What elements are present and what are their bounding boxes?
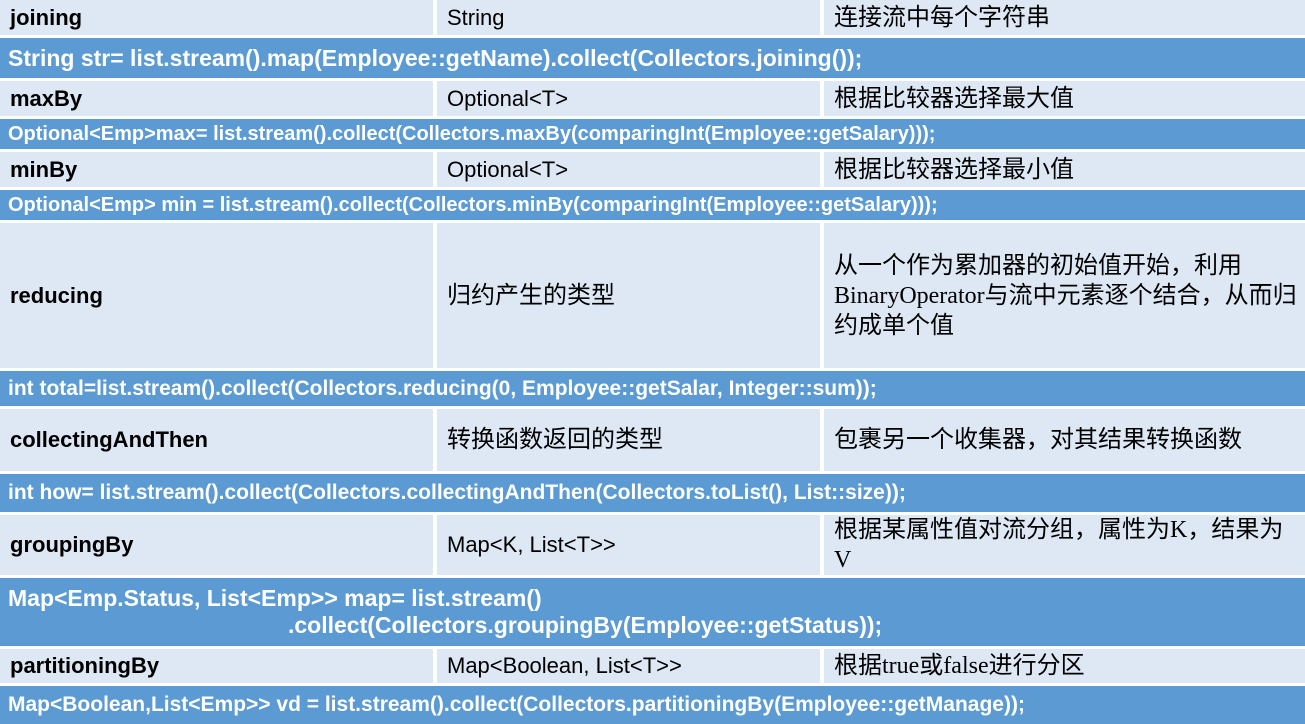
code-line: Map<Boolean,List<Emp>> vd = list.stream(… bbox=[8, 693, 1025, 716]
code-line: int how= list.stream().collect(Collector… bbox=[8, 481, 906, 504]
table-row-minby: minBy Optional<T> 根据比较器选择最小值 bbox=[0, 152, 1305, 187]
description-cell: 包裹另一个收集器，对其结果转换函数 bbox=[824, 409, 1305, 471]
table-row-collectingandthen: collectingAndThen 转换函数返回的类型 包裹另一个收集器，对其结… bbox=[0, 409, 1305, 471]
code-row-partitioningby: Map<Boolean,List<Emp>> vd = list.stream(… bbox=[0, 686, 1305, 724]
return-type-cell: String bbox=[437, 0, 820, 35]
method-name-cell: joining bbox=[0, 0, 433, 35]
description-cell: 从一个作为累加器的初始值开始，利用BinaryOperator与流中元素逐个结合… bbox=[824, 223, 1305, 368]
table-row-maxby: maxBy Optional<T> 根据比较器选择最大值 bbox=[0, 81, 1305, 116]
return-type-cell: Optional<T> bbox=[437, 152, 820, 187]
method-name-cell: groupingBy bbox=[0, 515, 433, 575]
method-name-cell: partitioningBy bbox=[0, 649, 433, 683]
return-type-cell: Map<Boolean, List<T>> bbox=[437, 649, 820, 683]
code-row-groupingby: Map<Emp.Status, List<Emp>> map= list.str… bbox=[0, 578, 1305, 646]
table-row-reducing: reducing 归约产生的类型 从一个作为累加器的初始值开始，利用Binary… bbox=[0, 223, 1305, 368]
code-line: Optional<Emp> min = list.stream().collec… bbox=[8, 193, 938, 216]
code-line: String str= list.stream().map(Employee::… bbox=[8, 44, 863, 71]
description-cell: 根据true或false进行分区 bbox=[824, 649, 1305, 683]
method-name-cell: collectingAndThen bbox=[0, 409, 433, 471]
return-type-cell: Optional<T> bbox=[437, 81, 820, 116]
code-line: Optional<Emp>max= list.stream().collect(… bbox=[8, 122, 936, 145]
method-name-cell: reducing bbox=[0, 223, 433, 368]
return-type-cell: Map<K, List<T>> bbox=[437, 515, 820, 575]
description-cell: 连接流中每个字符串 bbox=[824, 0, 1305, 35]
return-type-cell: 归约产生的类型 bbox=[437, 223, 820, 368]
code-row-collectingandthen: int how= list.stream().collect(Collector… bbox=[0, 474, 1305, 512]
code-row-minby: Optional<Emp> min = list.stream().collec… bbox=[0, 190, 1305, 220]
method-name-cell: maxBy bbox=[0, 81, 433, 116]
code-row-joining: String str= list.stream().map(Employee::… bbox=[0, 38, 1305, 78]
description-cell: 根据某属性值对流分组，属性为K，结果为V bbox=[824, 515, 1305, 575]
code-line: Map<Emp.Status, List<Emp>> map= list.str… bbox=[8, 585, 542, 611]
table-row-partitioningby: partitioningBy Map<Boolean, List<T>> 根据t… bbox=[0, 649, 1305, 683]
table-row-joining: joining String 连接流中每个字符串 bbox=[0, 0, 1305, 35]
code-row-maxby: Optional<Emp>max= list.stream().collect(… bbox=[0, 119, 1305, 149]
code-row-reducing: int total=list.stream().collect(Collecto… bbox=[0, 371, 1305, 406]
table-row-groupingby: groupingBy Map<K, List<T>> 根据某属性值对流分组，属性… bbox=[0, 515, 1305, 575]
code-line: .collect(Collectors.groupingBy(Employee:… bbox=[288, 612, 883, 638]
return-type-cell: 转换函数返回的类型 bbox=[437, 409, 820, 471]
code-line: int total=list.stream().collect(Collecto… bbox=[8, 376, 877, 400]
description-cell: 根据比较器选择最大值 bbox=[824, 81, 1305, 116]
method-name-cell: minBy bbox=[0, 152, 433, 187]
description-cell: 根据比较器选择最小值 bbox=[824, 152, 1305, 187]
